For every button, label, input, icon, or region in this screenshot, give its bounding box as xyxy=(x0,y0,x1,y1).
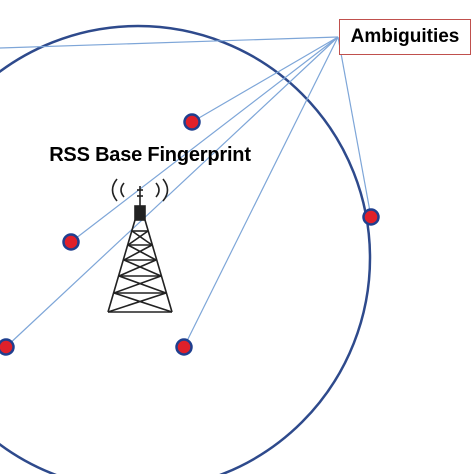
ambiguity-point xyxy=(175,338,193,356)
ray-point-4 xyxy=(183,36,339,348)
coverage-circle xyxy=(0,24,372,474)
ambiguity-point xyxy=(183,113,201,131)
ambiguity-point xyxy=(62,233,80,251)
ray-point-2 xyxy=(70,36,339,243)
ambiguity-point xyxy=(362,208,380,226)
ray-point-5 xyxy=(337,36,372,218)
signal-wave-icon xyxy=(111,178,169,202)
ray-point-1 xyxy=(191,36,339,123)
ambiguities-callout: Ambiguities xyxy=(339,19,471,55)
ray-point-3 xyxy=(5,36,339,348)
ray-left-edge xyxy=(0,36,339,49)
diagram-title: RSS Base Fingerprint xyxy=(49,144,251,166)
ambiguity-points xyxy=(0,113,380,356)
ambiguity-point xyxy=(0,338,15,356)
ambiguity-rays xyxy=(0,36,372,348)
cell-tower-icon xyxy=(107,186,173,313)
